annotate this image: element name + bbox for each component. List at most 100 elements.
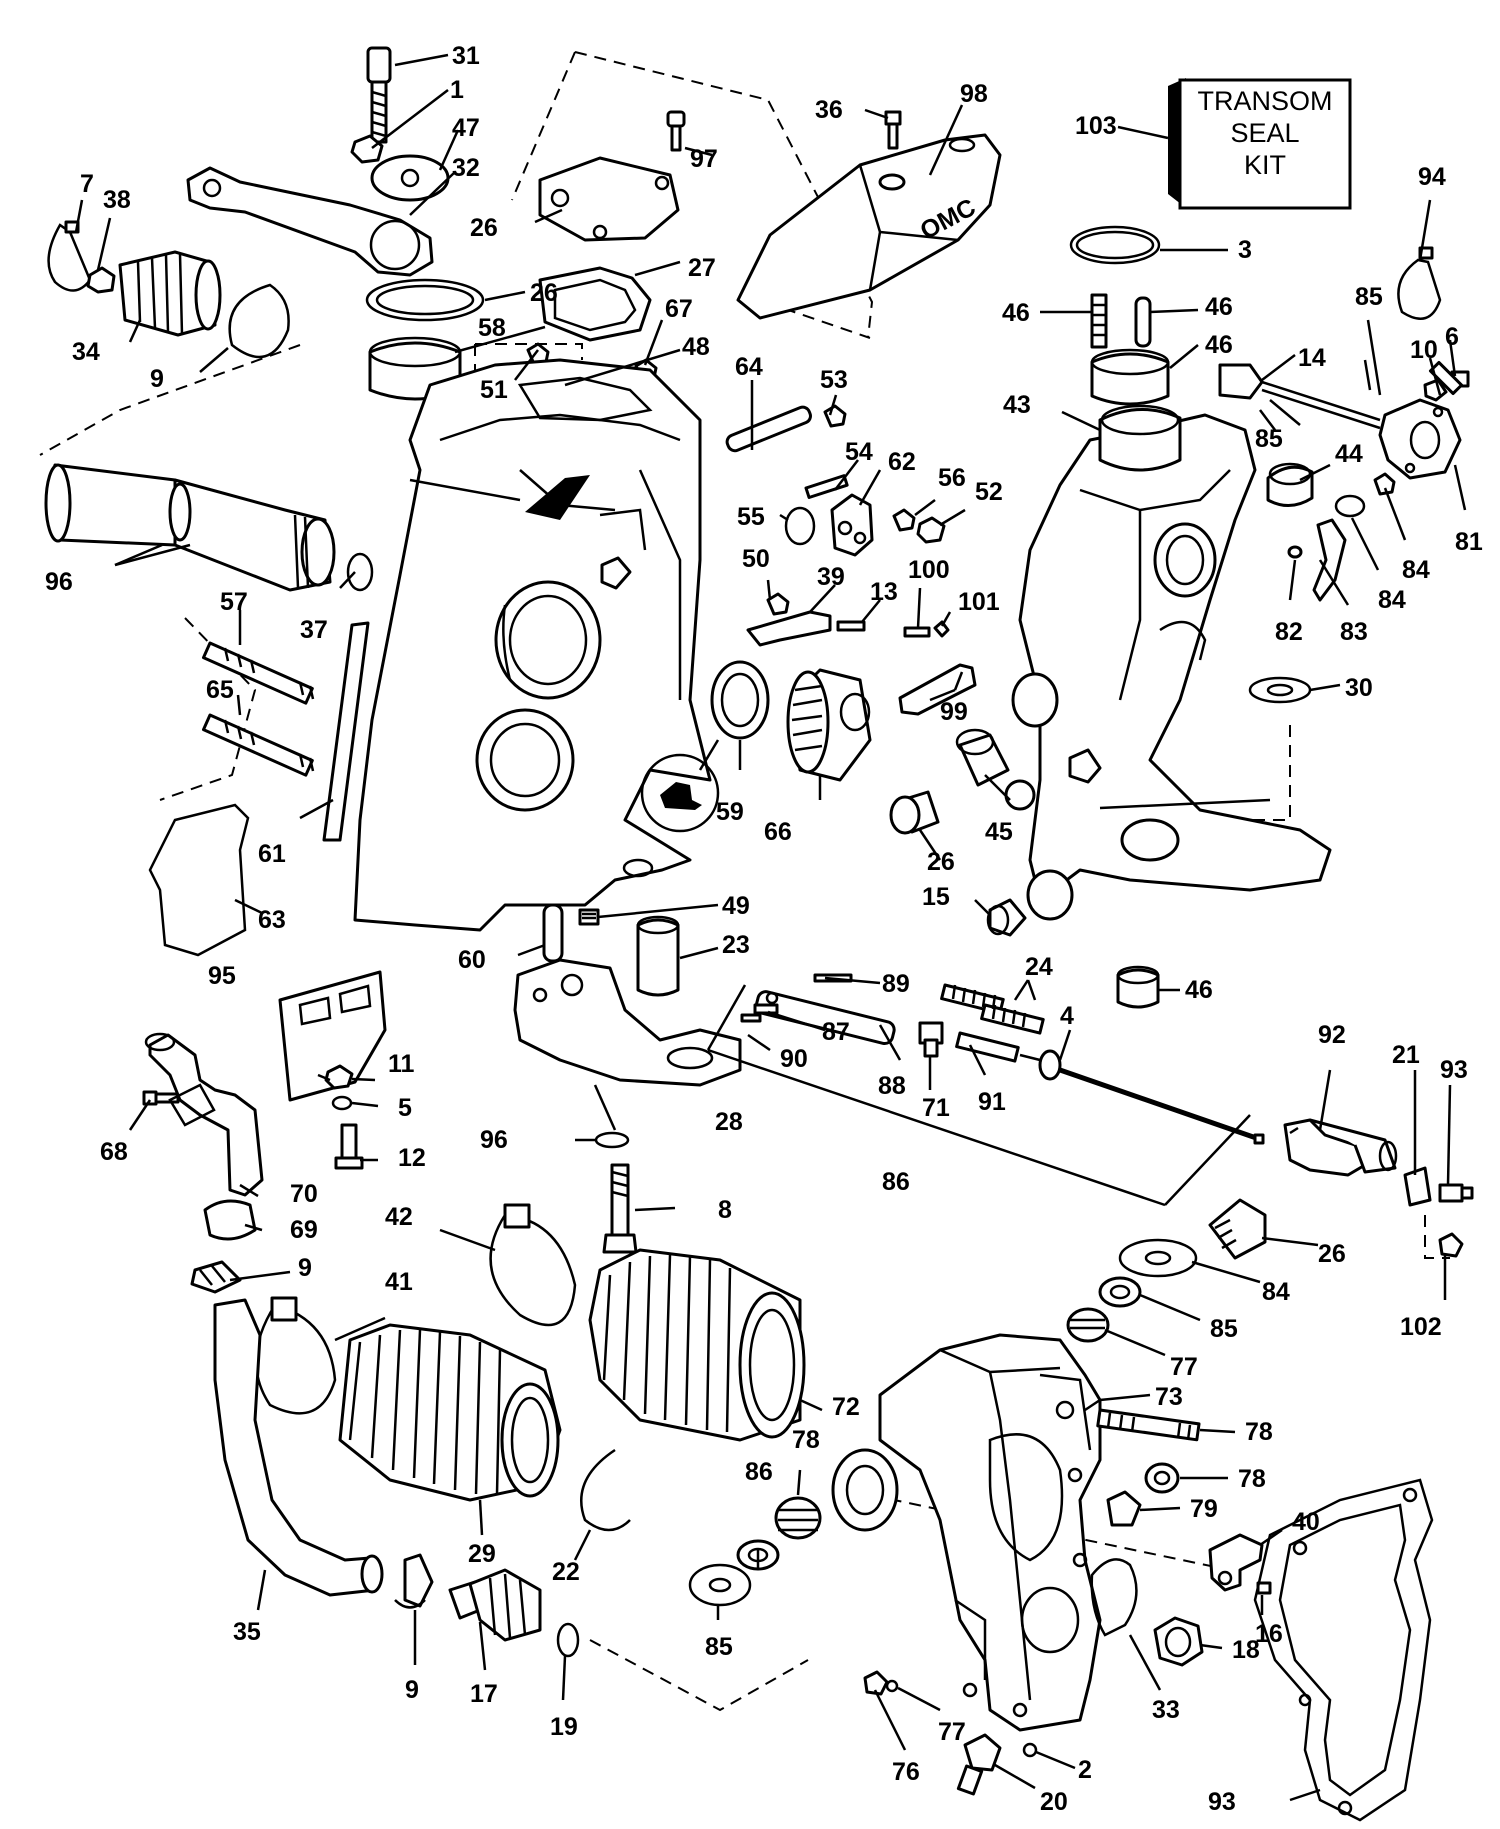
callout-39: 37 [300,616,328,644]
callout-8: 8 [718,1196,732,1224]
callout-69: 65 [206,676,234,704]
callout-75: 71 [922,1094,950,1122]
callout-45: 43 [1003,391,1031,419]
plug-26-lower [1208,1198,1267,1260]
callout-63: 59 [716,798,744,826]
bushings-plugs-group [542,728,1160,1009]
pin-58 [804,474,849,500]
kit-label-line-2: SEAL [1230,118,1299,148]
callout-2: 2 [1078,1756,1092,1784]
callout-34: 32 [452,154,480,182]
spring-25b [980,1003,1045,1035]
callout-74: 70 [290,1180,318,1208]
tool-icon-circle [640,753,720,833]
callout-41: 39 [817,563,845,591]
washer-109 [933,620,950,638]
screw-38 [884,110,902,126]
callout-94: 87 [822,1018,850,1046]
callout-35: 33 [1152,1696,1180,1724]
top-plate-group [538,110,686,342]
nut-40 [86,266,116,294]
stud-82 [1096,1408,1201,1442]
callout-88: 83 [1340,618,1368,646]
callout-57: 53 [820,366,848,394]
ring-27 [365,278,485,322]
callout-100: 93 [1208,1788,1236,1816]
stud-61 [201,641,314,705]
callout-labels: 31 1 47 32 7 38 34 9 26 58 51 67 48 26 2… [45,42,1483,1816]
pin-64 [542,903,564,963]
callout-16: 15 [922,883,950,911]
clamp-9-top [190,1260,242,1294]
bushing-79 [1144,1462,1180,1494]
pin-96-lower [740,1013,762,1023]
clip-22 [1403,1166,1432,1207]
exhaust-pipe-104 [44,463,374,592]
callout-36: 34 [72,338,100,366]
rod-68 [725,405,812,453]
washer-85-right [1098,1276,1142,1308]
callout-4: 4 [1060,1002,1074,1030]
nut-90 [1373,472,1396,496]
callout-24: 23 [722,931,750,959]
callout-65: 61 [258,840,286,868]
callout-78b: 78 [792,1426,820,1454]
callout-67: 63 [258,906,286,934]
clamp-43-screw [270,1296,298,1322]
oring-81 [885,1679,899,1693]
screw-80 [863,1670,889,1696]
callout-43: 41 [385,1268,413,1296]
callout-40: 38 [103,186,131,214]
bolt-33-head [366,46,392,84]
callout-79: 78 [1238,1465,1266,1493]
bracket-30 [513,958,742,1087]
callout-103: 96 [480,1126,508,1154]
callout-21: 20 [1040,1788,1068,1816]
callout-42: 40 [1292,1508,1320,1536]
callout-9b: 9 [405,1676,419,1704]
screw-57 [823,404,847,428]
stud-69 [201,713,314,777]
clamp-44-screw [503,1203,531,1229]
callout-50: 46 [1002,299,1030,327]
trim-sender-86 [1378,398,1462,480]
screw-108 [903,626,931,638]
callout-68: 64 [735,353,763,381]
callout-53: 49 [722,892,750,920]
hose-65 [322,621,370,842]
callout-15: 14 [1298,344,1326,372]
callout-101: 94 [1418,163,1446,191]
callout-84b: 85 [705,1633,733,1661]
washer-5 [331,1095,353,1111]
callout-17: 16 [1255,1620,1283,1648]
screw-13 [340,1123,358,1163]
callout-95: 88 [878,1072,906,1100]
callout-90: 84 [1402,556,1430,584]
callout-22: 21 [1392,1041,1420,1069]
callout-111: 103 [1075,112,1117,140]
nut-19 [1153,1616,1204,1667]
callout-20: 19 [550,1713,578,1741]
callout-110: 102 [1400,1313,1442,1341]
pin-87 [1287,545,1303,559]
fitting-4 [1038,1049,1062,1081]
grommet-73 [203,1199,257,1241]
gasket-35 [1090,1558,1138,1637]
callout-81: 77 [938,1718,966,1746]
spring-78-right [1066,1307,1110,1343]
shift-bracket-98-group [1208,1118,1474,1260]
callout-61: 57 [220,588,248,616]
callout-54: 50 [742,545,770,573]
callout-46b: 45 [985,818,1013,846]
oring-2 [1022,1742,1038,1758]
gimbal-housing-left [353,358,712,932]
callout-102: 95 [208,962,236,990]
transom-seal-kit-box: TRANSOM SEAL KIT [1168,78,1352,210]
callout-93: 86 [882,1168,910,1196]
bell-housing-77 [831,1333,1102,1732]
washers-left [688,1496,822,1607]
kit-label-line-3: KIT [1244,150,1286,180]
washer-32 [1248,676,1312,704]
seal-bearing-group [640,660,872,833]
callout-70: 66 [764,818,792,846]
